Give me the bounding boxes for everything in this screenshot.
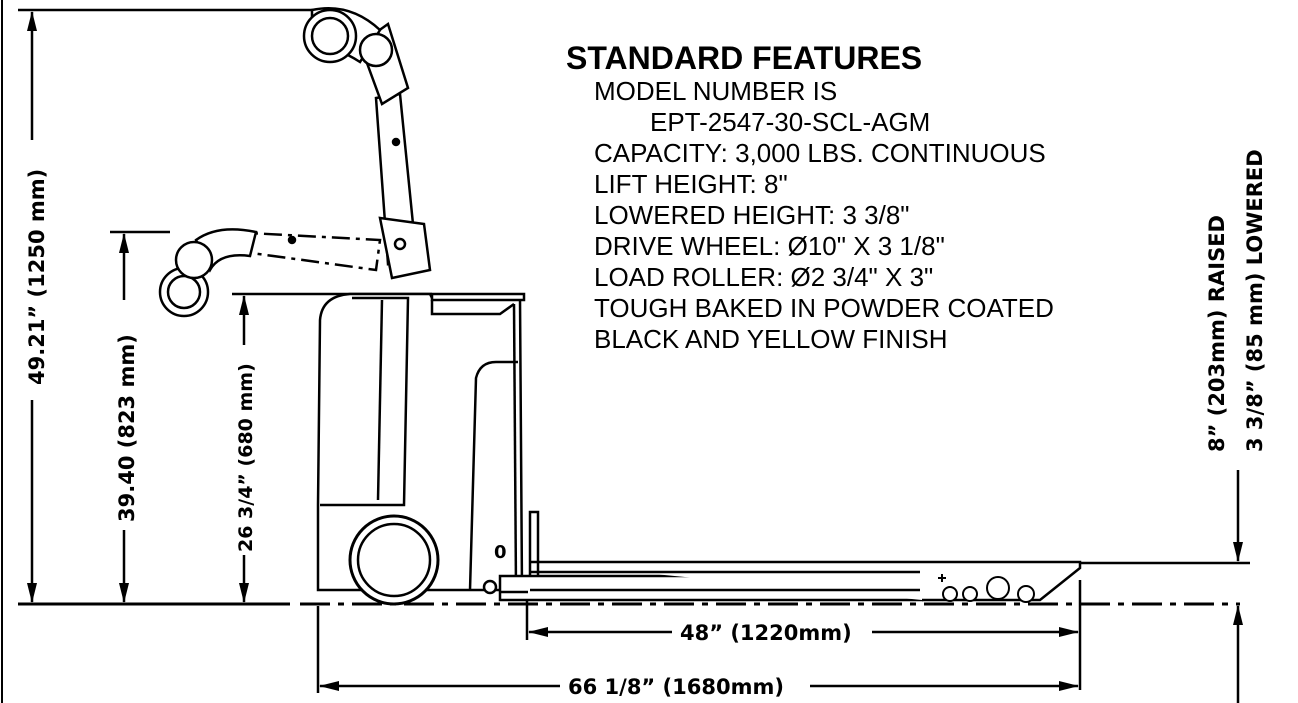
feature-line: CAPACITY: 3,000 LBS. CONTINUOUS xyxy=(594,138,1046,168)
handle-height-label: 39.40 (823 mm) xyxy=(115,334,139,522)
handle-lowered xyxy=(158,228,382,318)
standard-features: STANDARD FEATURES MODEL NUMBER IS EPT-25… xyxy=(566,40,1054,355)
caster-wheel xyxy=(482,579,498,595)
overall-height-dimension xyxy=(18,8,322,603)
feature-line: LIFT HEIGHT: 8" xyxy=(594,169,788,199)
feature-line: TOUGH BAKED IN POWDER COATED xyxy=(594,293,1054,323)
feature-line: MODEL NUMBER IS xyxy=(594,76,838,106)
feature-line: LOWERED HEIGHT: 3 3/8" xyxy=(594,200,910,230)
caster-mark: 0 xyxy=(494,542,507,563)
handle-height-dimension xyxy=(110,230,170,603)
forks xyxy=(498,560,1082,602)
handle-upright xyxy=(302,6,432,280)
overall-height-label: 49.21” (1250 mm) xyxy=(25,169,49,385)
fork-height-dimension xyxy=(1080,470,1250,703)
fork-length-label: 48” (1220mm) xyxy=(680,621,852,645)
fork-raised-label: 8” (203mm) RAISED xyxy=(1205,215,1229,452)
feature-line: LOAD ROLLER: Ø2 3/4" X 3" xyxy=(594,262,934,292)
overall-length-dimension xyxy=(316,606,1079,693)
feature-line: DRIVE WHEEL: Ø10" X 3 1/8" xyxy=(594,231,945,261)
drive-wheel xyxy=(348,514,440,606)
features-title: STANDARD FEATURES xyxy=(566,40,923,76)
fork-lowered-label: 3 3/8” (85 mm) LOWERED xyxy=(1243,149,1267,452)
feature-line: BLACK AND YELLOW FINISH xyxy=(594,324,948,354)
truck-body xyxy=(316,292,540,594)
load-rollers xyxy=(938,574,1035,603)
feature-line: EPT-2547-30-SCL-AGM xyxy=(650,107,931,137)
body-height-label: 26 3/4” (680 mm) xyxy=(235,363,257,552)
overall-length-label: 66 1/8” (1680mm) xyxy=(568,675,784,699)
